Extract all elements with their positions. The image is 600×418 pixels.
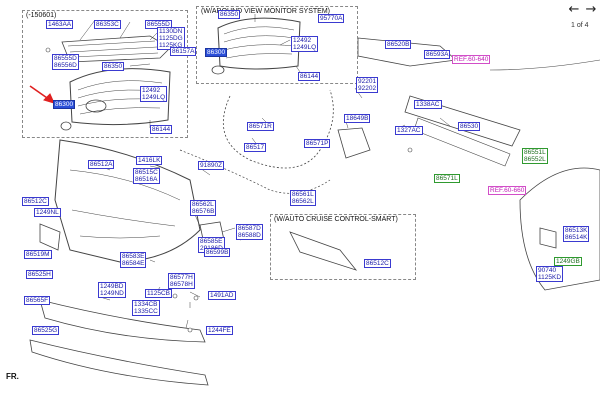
- part-label[interactable]: 86300: [205, 48, 228, 57]
- part-label[interactable]: 86512C: [364, 259, 391, 268]
- bumper-beam-shape: [404, 95, 521, 147]
- part-label[interactable]: 86571L: [434, 174, 460, 183]
- part-label[interactable]: 86565F: [24, 296, 51, 305]
- arrow-right-icon[interactable]: →: [585, 2, 597, 17]
- part-label[interactable]: 1491AD: [208, 291, 236, 300]
- auto-cruise-title: (W/AUTO CRUISE CONTROL-SMART): [274, 216, 398, 223]
- part-label[interactable]: 86551L 86552L: [522, 148, 548, 164]
- emblem-shape: [85, 99, 107, 113]
- part-label[interactable]: 86571P: [304, 139, 331, 148]
- date-note-box: [22, 10, 188, 138]
- part-label[interactable]: 86517: [244, 143, 267, 152]
- part-label[interactable]: 86525G: [32, 326, 60, 335]
- part-label[interactable]: REF.60-660: [488, 186, 527, 195]
- part-label[interactable]: 86525H: [26, 270, 53, 279]
- pager: ← → 1 of 4: [563, 0, 600, 34]
- part-label[interactable]: 86144: [298, 72, 321, 81]
- arrow-left-icon[interactable]: ←: [568, 2, 580, 17]
- part-label[interactable]: REF.60-640: [452, 55, 491, 64]
- cruise-garnish-shape: [289, 231, 358, 271]
- lower-lip-shape: [39, 299, 206, 343]
- front-marker: FR.: [6, 372, 19, 381]
- part-label[interactable]: 86513K 86514K: [563, 226, 590, 242]
- part-label[interactable]: 18649B: [344, 114, 371, 123]
- part-label[interactable]: 86571R: [247, 122, 274, 131]
- part-label[interactable]: 86157A: [170, 47, 197, 56]
- part-label[interactable]: 86519M: [24, 250, 52, 259]
- part-label[interactable]: 95770A: [318, 14, 345, 23]
- part-label[interactable]: 86512A: [88, 160, 115, 169]
- energy-absorber-shape: [357, 37, 457, 67]
- around-view-box: [196, 6, 358, 84]
- fog-lamp-bracket-shape: [337, 127, 371, 159]
- part-label[interactable]: 1249NL: [34, 208, 61, 217]
- part-label[interactable]: 86577H 86578H: [168, 273, 195, 289]
- part-label[interactable]: 1327AC: [395, 126, 423, 135]
- part-label[interactable]: 86520B: [385, 40, 412, 49]
- part-label[interactable]: 1416LK: [136, 156, 163, 165]
- part-label[interactable]: 1338AC: [414, 100, 442, 109]
- part-label[interactable]: 86583E 86584E: [120, 252, 147, 268]
- around-view-title: (W/AROUND VIEW MONITOR SYSTEM): [201, 8, 330, 15]
- part-label[interactable]: 12492 1249LQ: [140, 86, 168, 102]
- part-label[interactable]: 1125CB: [145, 289, 173, 298]
- main-grille-shape: [69, 68, 171, 126]
- part-label[interactable]: 1130DN 1125DG 1125KG: [157, 27, 185, 50]
- part-label[interactable]: 86562L 86576B: [190, 200, 217, 216]
- part-label[interactable]: 86144: [150, 125, 173, 134]
- part-label[interactable]: 86353C: [94, 20, 121, 29]
- part-label[interactable]: 92201 92202: [356, 77, 379, 93]
- part-label[interactable]: 86300: [53, 100, 76, 109]
- wiring-harness-shape: [223, 89, 334, 169]
- fender-shape: [519, 167, 600, 291]
- callout-arrow-icon: [29, 85, 55, 104]
- part-label[interactable]: 90740 1125KD: [536, 266, 564, 282]
- part-label[interactable]: 86350: [102, 62, 125, 71]
- part-label[interactable]: 86555D 86556D: [52, 54, 79, 70]
- part-label[interactable]: 86593A: [424, 50, 451, 59]
- part-label[interactable]: 12492 1249LQ: [291, 36, 319, 52]
- date-note-title: (-150601): [26, 12, 57, 19]
- part-label[interactable]: 91890Z: [198, 161, 225, 170]
- part-label[interactable]: 1249BD 1249ND: [98, 282, 126, 298]
- part-label[interactable]: 86587D 86588D: [236, 224, 263, 240]
- part-label[interactable]: 86561L 86562L: [290, 190, 316, 206]
- part-label[interactable]: 1249GB: [554, 257, 582, 266]
- part-label[interactable]: 86599B: [204, 248, 231, 257]
- part-label[interactable]: 86530: [458, 122, 481, 131]
- bumper-cover-shape: [54, 139, 201, 263]
- part-label[interactable]: 86512C: [22, 197, 49, 206]
- part-label[interactable]: 1334CB 1335CC: [132, 300, 160, 316]
- part-label[interactable]: 86515C 86516A: [133, 168, 160, 184]
- part-label[interactable]: 1463AA: [46, 20, 74, 29]
- auto-cruise-box: [270, 214, 416, 280]
- page-count: 1 of 4: [571, 22, 589, 29]
- part-label[interactable]: 86350: [218, 10, 241, 19]
- part-label[interactable]: 1244FE: [206, 326, 233, 335]
